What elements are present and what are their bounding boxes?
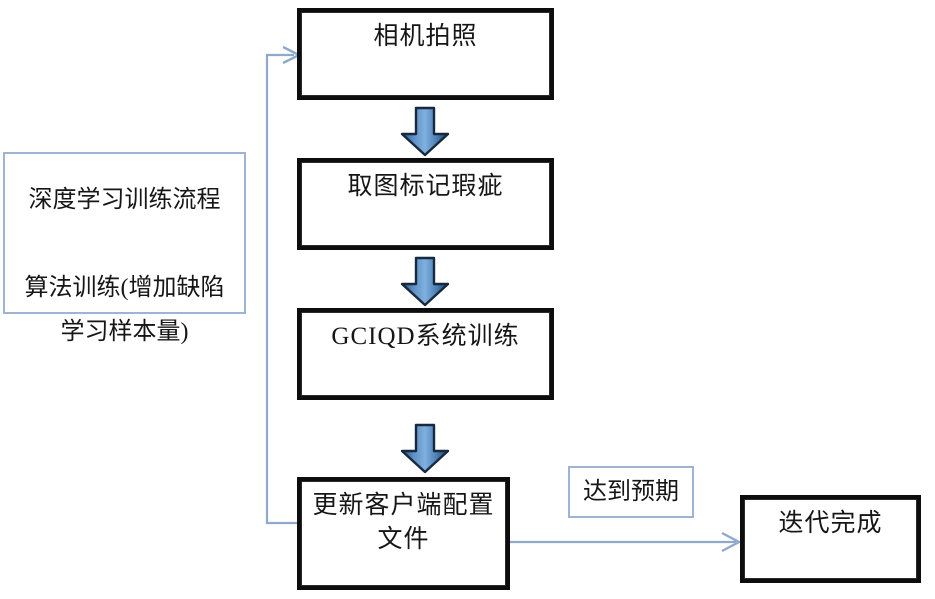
down-arrow-3 bbox=[398, 423, 452, 475]
note-expected: 达到预期 bbox=[568, 466, 694, 518]
process-box-capture-label: 相机拍照 bbox=[373, 23, 478, 50]
process-box-iteration-done[interactable]: 迭代完成 bbox=[740, 495, 921, 583]
process-box-annotate-label: 取图标记瑕疵 bbox=[347, 173, 504, 200]
process-box-train-label: GCIQD系统训练 bbox=[331, 323, 520, 350]
process-box-update-config[interactable]: 更新客户端配置 文件 bbox=[297, 477, 510, 590]
note-expected-label: 达到预期 bbox=[583, 479, 679, 505]
process-box-train[interactable]: GCIQD系统训练 bbox=[297, 308, 554, 400]
down-arrow-1 bbox=[398, 106, 452, 158]
process-box-annotate[interactable]: 取图标记瑕疵 bbox=[297, 158, 554, 250]
note-training-flow-label: 深度学习训练流程 算法训练(增加缺陷 学习样本量) bbox=[24, 187, 225, 345]
process-box-iteration-done-label: 迭代完成 bbox=[778, 510, 883, 537]
process-box-update-config-label: 更新客户端配置 文件 bbox=[312, 492, 495, 553]
process-box-capture[interactable]: 相机拍照 bbox=[297, 8, 554, 100]
feedback-arrow-to-capture bbox=[265, 45, 302, 525]
down-arrow-2 bbox=[398, 256, 452, 308]
right-arrow-to-iteration-done bbox=[510, 531, 742, 553]
note-training-flow: 深度学习训练流程 算法训练(增加缺陷 学习样本量) bbox=[3, 152, 246, 345]
